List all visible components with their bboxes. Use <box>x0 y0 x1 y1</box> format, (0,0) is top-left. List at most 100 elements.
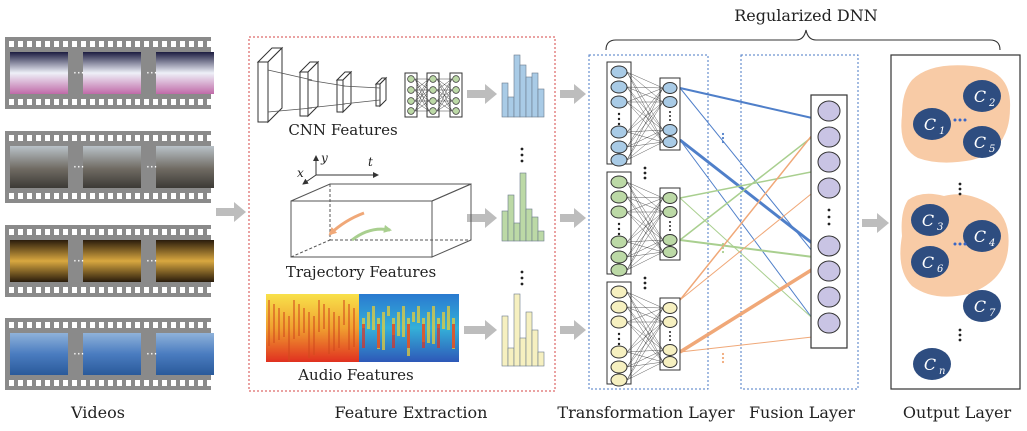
ellipsis-glyph: ··· <box>146 347 157 361</box>
dense-connection <box>626 306 664 309</box>
arrow-shaft <box>216 208 236 216</box>
cnn-block-front <box>375 83 381 107</box>
film-hole <box>45 322 50 328</box>
vertical-ellipsis-dot <box>958 328 962 332</box>
video-frame <box>10 52 68 94</box>
hidden-neuron <box>662 192 678 204</box>
histogram-bar <box>531 329 539 367</box>
film-hole <box>54 193 59 199</box>
film-hole <box>45 135 50 141</box>
film-hole <box>90 380 95 386</box>
fusion-connection <box>679 262 823 354</box>
hist3-to-transform-arrow <box>560 320 586 340</box>
fusion-to-output-arrow <box>862 213 889 233</box>
vertical-ellipsis-dot <box>643 276 647 280</box>
fusion-neuron <box>817 260 841 282</box>
film-hole <box>189 229 194 235</box>
film-hole <box>180 99 185 105</box>
film-hole <box>99 41 104 47</box>
film-hole <box>18 99 23 105</box>
class-subscript: 5 <box>989 144 995 155</box>
film-hole <box>162 135 167 141</box>
feature-histogram <box>501 172 545 242</box>
film-hole <box>180 193 185 199</box>
dense-connection <box>626 239 664 258</box>
flow-arrows <box>216 84 889 340</box>
class-node <box>911 246 949 278</box>
film-hole <box>9 380 14 386</box>
colored-ellipsis-dot <box>721 242 725 246</box>
film-hole <box>108 380 113 386</box>
hidden-neuron <box>662 344 678 356</box>
spectrogram-stripe <box>427 312 430 343</box>
hidden-neuron <box>662 124 678 136</box>
fc-connection <box>414 89 430 112</box>
dense-connection <box>626 306 664 323</box>
input-neuron <box>610 263 628 277</box>
dense-connection <box>626 307 664 368</box>
spectrogram-stripe <box>417 306 420 323</box>
fc-neuron <box>407 75 415 83</box>
cnn-features-label: CNN Features <box>288 121 397 139</box>
class-node <box>913 108 951 140</box>
class-letter: C <box>924 115 936 134</box>
spectrogram-stripe <box>372 306 375 330</box>
fc-connection <box>414 78 430 112</box>
videos-to-features-arrow <box>216 202 246 222</box>
film-hole <box>36 99 41 105</box>
hidden-neuron <box>662 82 678 94</box>
film-hole <box>171 41 176 47</box>
film-hole <box>153 322 158 328</box>
fc-neuron <box>407 97 415 105</box>
ellipsis-glyph: ··· <box>73 160 84 174</box>
film-hole <box>9 229 14 235</box>
video-frame <box>156 146 214 188</box>
film-hole <box>198 135 203 141</box>
film-hole <box>171 322 176 328</box>
video-film-strips: ························ <box>5 37 214 390</box>
film-hole <box>18 287 23 293</box>
cnn-to-hist-arrow <box>467 84 497 104</box>
spectrogram-stripe <box>367 312 370 329</box>
arrow-shaft <box>467 214 487 222</box>
fc-neuron <box>407 86 415 94</box>
spectrogram-stripe <box>268 300 270 346</box>
arrow-shaft <box>464 326 487 334</box>
film-hole <box>90 135 95 141</box>
ellipsis-dot <box>669 119 671 121</box>
film-hole <box>45 193 50 199</box>
dense-connection <box>626 321 664 381</box>
traj-to-hist-arrow <box>467 208 497 228</box>
dense-connection <box>626 87 664 161</box>
video-frame <box>83 333 141 375</box>
class-subscript: 4 <box>988 238 995 249</box>
film-hole <box>18 193 23 199</box>
hidden-neuron <box>662 96 678 108</box>
film-hole <box>72 99 77 105</box>
hidden-neuron <box>662 206 678 218</box>
cnn-block-front <box>336 79 344 113</box>
fusion-connection <box>679 184 823 301</box>
hidden-neuron <box>662 136 678 148</box>
histogram-bar <box>537 88 545 118</box>
arrow-head <box>574 320 586 340</box>
vertical-ellipsis-dot <box>643 171 647 175</box>
film-hole <box>153 41 158 47</box>
film-hole <box>9 193 14 199</box>
ellipsis-dot <box>617 122 621 126</box>
video-frame <box>156 333 214 375</box>
vertical-ellipsis-dot <box>643 281 647 285</box>
film-hole <box>36 322 41 328</box>
spectrogram-stripe <box>303 308 305 333</box>
input-neuron <box>610 345 628 359</box>
film-hole <box>117 380 122 386</box>
film-hole <box>117 135 122 141</box>
dense-connection <box>626 181 664 199</box>
dense-connection <box>626 181 664 213</box>
dense-connection <box>626 291 664 323</box>
film-hole <box>72 229 77 235</box>
dense-connection <box>626 321 664 368</box>
colored-ellipsis-dot <box>721 132 725 136</box>
